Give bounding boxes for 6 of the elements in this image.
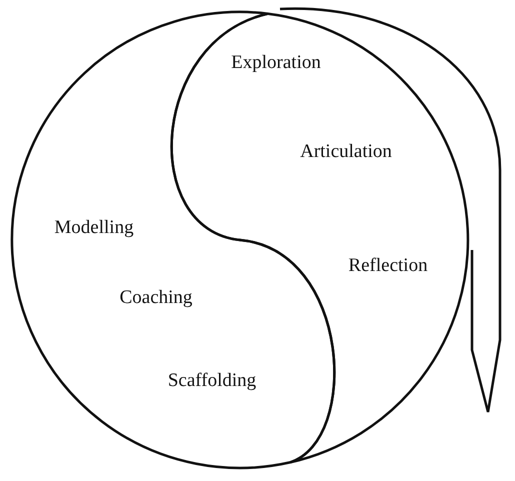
stage-label: Exploration (231, 52, 321, 74)
stage-label: Scaffolding (168, 370, 256, 392)
stage-label: Coaching (120, 287, 192, 309)
stage-label: Modelling (54, 217, 134, 239)
stage-label: Reflection (348, 255, 428, 277)
stage-label: Articulation (300, 141, 392, 163)
